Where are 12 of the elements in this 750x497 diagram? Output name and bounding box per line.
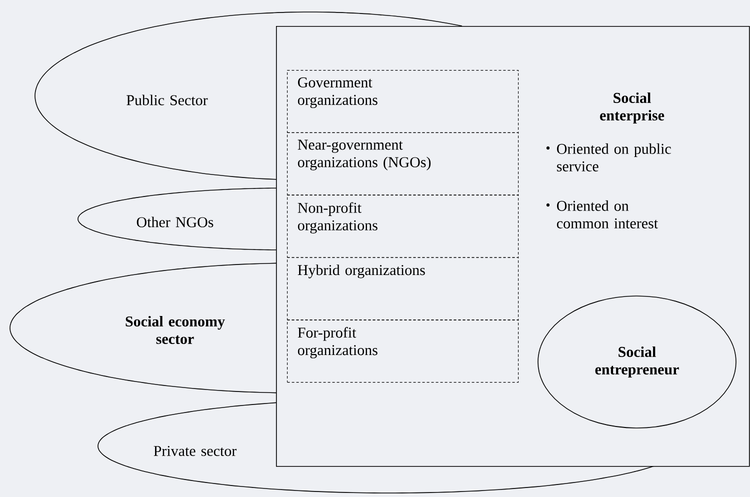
organization-cell: Non-profit organizations <box>287 194 519 258</box>
enterprise-box <box>276 26 750 467</box>
bullet-item: Oriented on common interest <box>546 200 658 228</box>
sector-lobe: Private sector <box>98 402 655 494</box>
bullet-item: Oriented on public service <box>546 143 671 172</box>
heading: Social enterprise <box>600 92 664 124</box>
organization-cell: Near-government organizations (NGOs) <box>287 132 519 196</box>
organization-cell: Hybrid organizations <box>287 257 519 320</box>
sector-lobe: Social economy sector <box>10 262 276 394</box>
organization-cell: For-profit organizations <box>287 320 519 383</box>
sector-lobe: Other NGOs <box>78 188 276 250</box>
organization-cell: Government organizations <box>287 70 519 133</box>
